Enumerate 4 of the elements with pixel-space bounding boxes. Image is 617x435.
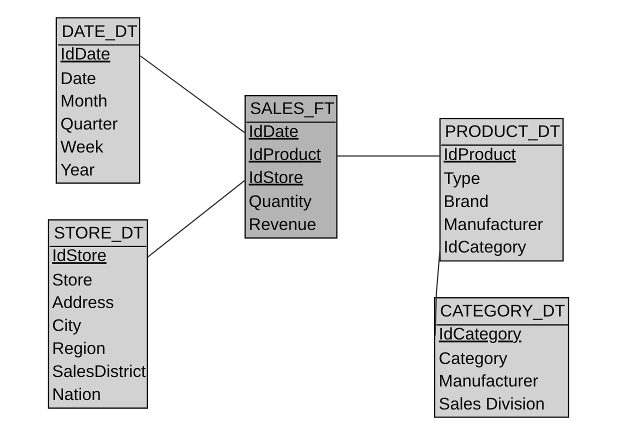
connector (336, 155, 440, 157)
connector (434, 248, 441, 336)
connector (147, 180, 246, 258)
connector (140, 55, 246, 134)
